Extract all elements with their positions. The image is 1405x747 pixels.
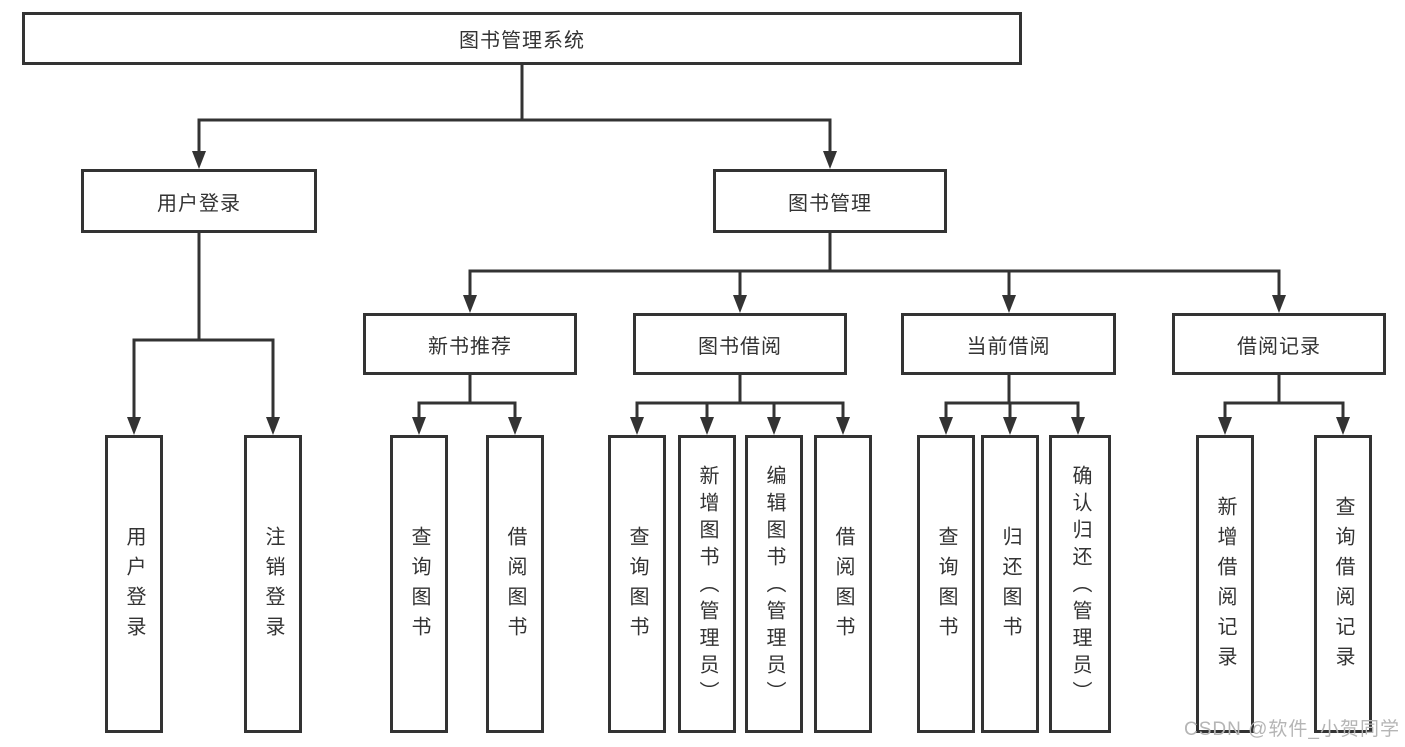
leaf-return-books: 归还图书 <box>981 435 1039 733</box>
arrowhead-bb-add <box>700 417 714 435</box>
node-borrowing-records: 借阅记录 <box>1172 313 1386 375</box>
leaf-query-books-current: 查询图书 <box>917 435 975 733</box>
arrowhead-cb-query <box>939 417 953 435</box>
leaf-query-books-recommend: 查询图书 <box>390 435 448 733</box>
arrowhead-br-query <box>1336 417 1350 435</box>
leaf-borrow-books: 借阅图书 <box>814 435 872 733</box>
node-library-management-system: 图书管理系统 <box>22 12 1022 65</box>
csdn-watermark: CSDN @软件_小贺同学 <box>1184 719 1400 740</box>
edge-root-split <box>197 118 832 153</box>
leaf-borrow-books-recommend: 借阅图书 <box>486 435 544 733</box>
edge-book-borrow-split <box>635 401 845 419</box>
arrowhead-leaf-login <box>127 417 141 435</box>
arrowhead-bb-query <box>630 417 644 435</box>
arrowhead-nb-query <box>412 417 426 435</box>
arrowhead-nb-borrow <box>508 417 522 435</box>
leaf-add-borrow-record: 新增借阅记录 <box>1196 435 1254 733</box>
arrowhead-leaf-logout <box>266 417 280 435</box>
node-current-borrowing: 当前借阅 <box>901 313 1116 375</box>
edge-borrow-records-split <box>1223 401 1345 419</box>
leaf-confirm-return-admin: 确认归还（管理员） <box>1049 435 1111 733</box>
edge-user-login-split <box>132 338 275 419</box>
arrowhead-current-borrow <box>1002 295 1016 313</box>
leaf-edit-books-admin: 编辑图书（管理员） <box>745 435 803 733</box>
node-new-book-recommend: 新书推荐 <box>363 313 577 375</box>
leaf-query-borrow-record: 查询借阅记录 <box>1314 435 1372 733</box>
arrowhead-bb-borrow <box>836 417 850 435</box>
leaf-add-books-admin: 新增图书（管理员） <box>678 435 736 733</box>
arrowhead-br-add <box>1218 417 1232 435</box>
arrowhead-book-borrow <box>733 295 747 313</box>
arrowhead-bb-edit <box>767 417 781 435</box>
arrowhead-user-login <box>192 151 206 169</box>
arrowhead-cb-return <box>1003 417 1017 435</box>
edge-book-mgmt-split <box>468 269 1281 297</box>
arrowhead-book-mgmt <box>823 151 837 169</box>
leaf-query-books-borrow: 查询图书 <box>608 435 666 733</box>
arrowhead-cb-confirm <box>1071 417 1085 435</box>
leaf-logout: 注销登录 <box>244 435 302 733</box>
arrowhead-borrow-records <box>1272 295 1286 313</box>
leaf-user-login: 用户登录 <box>105 435 163 733</box>
node-user-login: 用户登录 <box>81 169 317 233</box>
edge-new-books-split <box>417 401 517 419</box>
arrowhead-new-books <box>463 295 477 313</box>
node-book-management: 图书管理 <box>713 169 947 233</box>
node-book-borrowing: 图书借阅 <box>633 313 847 375</box>
edge-current-borrow-split <box>944 401 1080 419</box>
